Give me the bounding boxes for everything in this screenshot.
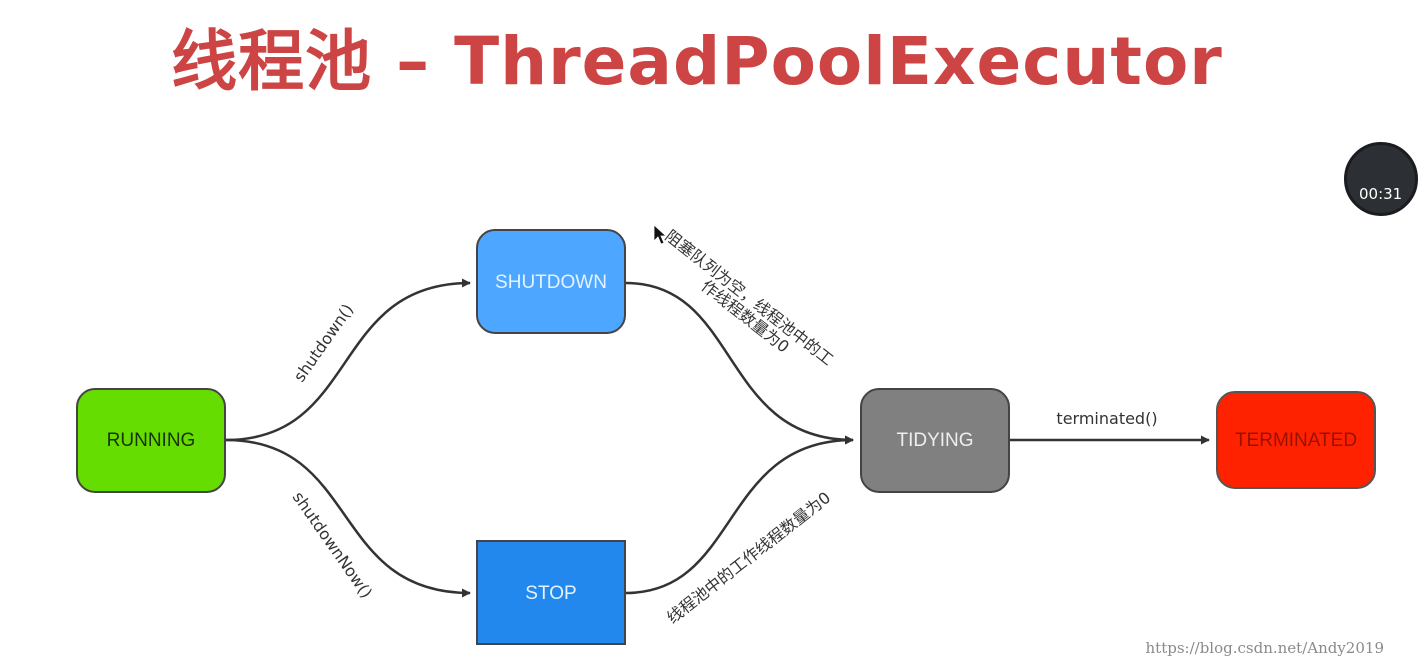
- label-shutdown-call: shutdown(): [290, 300, 357, 385]
- mouse-cursor-icon: [653, 224, 668, 245]
- node-tidying: TIDYING: [860, 388, 1010, 493]
- edge-stop-tidying: [625, 435, 854, 595]
- node-shutdown-label: SHUTDOWN: [495, 272, 607, 293]
- page-title: 线程池 – ThreadPoolExecutor: [171, 23, 1223, 100]
- node-tidying-label: TIDYING: [896, 430, 973, 451]
- label-stop-to-tidying: 线程池中的工作线程数量为0: [663, 488, 834, 627]
- edge-shutdown-tidying: [625, 281, 854, 445]
- node-shutdown: SHUTDOWN: [476, 229, 626, 334]
- label-terminated-call: terminated(): [1056, 409, 1157, 428]
- node-running: RUNNING: [76, 388, 226, 493]
- video-timer-text: 00:31: [1359, 185, 1403, 203]
- node-stop-label: STOP: [525, 583, 576, 604]
- node-stop: STOP: [476, 540, 626, 645]
- node-running-label: RUNNING: [107, 430, 196, 451]
- video-timer-badge: 00:31: [1344, 142, 1418, 216]
- edge-running-stop: [225, 438, 471, 598]
- edge-running-shutdown: [225, 278, 471, 442]
- watermark: https://blog.csdn.net/Andy2019: [1145, 639, 1384, 657]
- label-shutdown-now-call: shutdownNow(): [289, 488, 376, 602]
- node-terminated-label: TERMINATED: [1235, 430, 1357, 451]
- node-terminated: TERMINATED: [1216, 391, 1376, 489]
- label-shutdown-to-tidying-line1: 阻塞队列为空，线程池中的工: [662, 226, 838, 369]
